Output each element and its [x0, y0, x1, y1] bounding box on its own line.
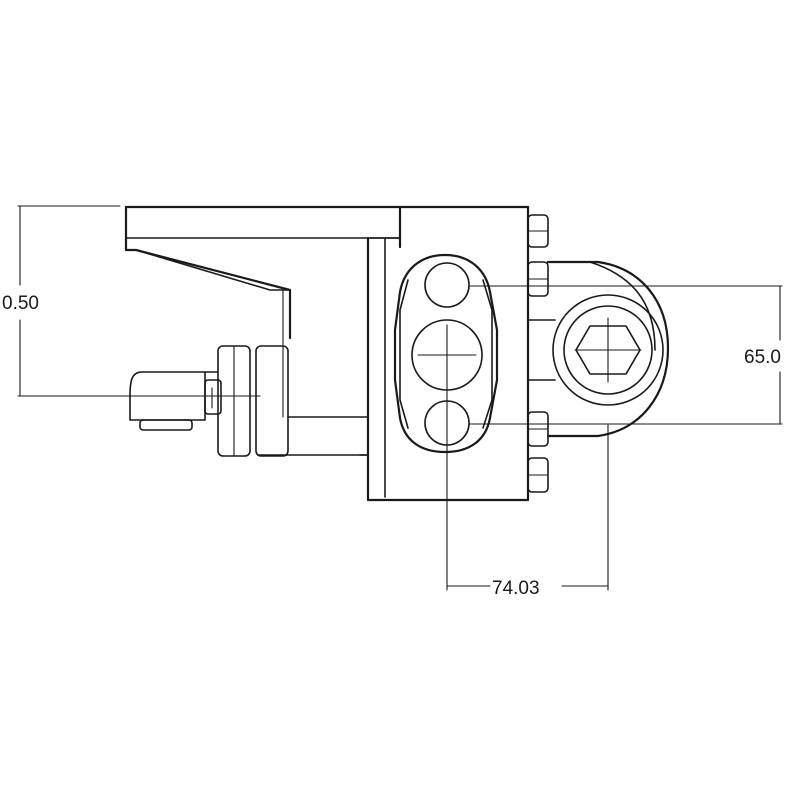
dimension-bottom: 74.03 — [446, 578, 609, 599]
clevis-eye — [527, 260, 670, 591]
port-flange — [393, 253, 499, 591]
shaft-coupling — [117, 345, 289, 457]
dimension-label-left: 0.50 — [2, 293, 39, 314]
bolt-heads — [527, 214, 549, 493]
dimension-left: 0.50 — [0, 205, 121, 397]
main-body — [257, 205, 530, 502]
dimension-label-right: 65.0 — [744, 347, 781, 368]
upper-bracket — [124, 205, 530, 418]
dimension-label-bottom: 74.03 — [492, 578, 540, 599]
dimension-right: 65.0 — [469, 285, 800, 425]
